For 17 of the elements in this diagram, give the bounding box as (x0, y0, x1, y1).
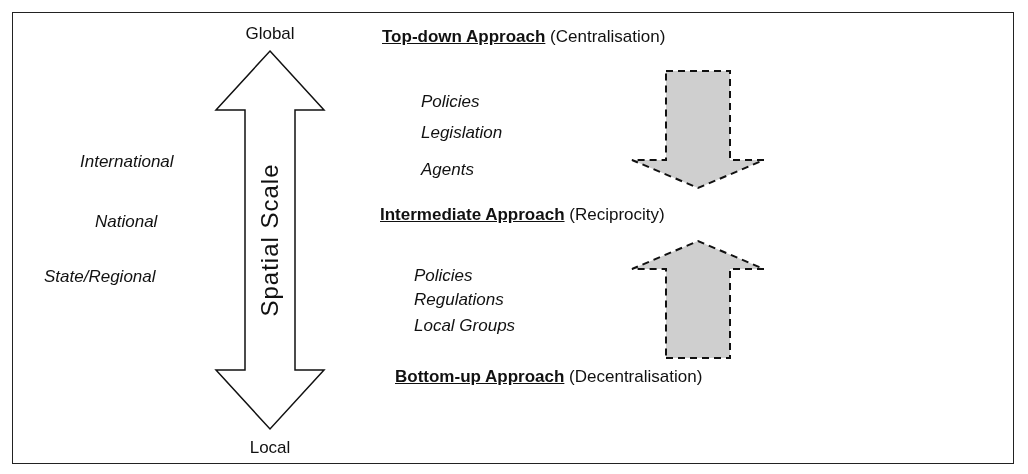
list-item: International (80, 152, 174, 172)
list-item: National (95, 212, 158, 232)
list-item: Local Groups (414, 316, 516, 336)
list-item: Legislation (421, 123, 503, 143)
list-item: Agents (421, 160, 474, 180)
block-arrow (631, 70, 765, 190)
scale-end-label: Local (249, 438, 291, 458)
list-item: Policies (414, 266, 473, 286)
approach-heading: Intermediate Approach (Reciprocity) (380, 205, 665, 224)
block-arrow (631, 239, 765, 359)
list-item: Regulations (414, 290, 504, 310)
approach-heading: Bottom-up Approach (Decentralisation) (395, 367, 703, 386)
list-item: Policies (421, 92, 480, 112)
approach-heading: Top-down Approach (Centralisation) (382, 27, 666, 46)
scale-end-label: Global (245, 24, 295, 44)
axis-label: Spatial Scale (256, 163, 284, 317)
list-item: State/Regional (44, 267, 156, 287)
